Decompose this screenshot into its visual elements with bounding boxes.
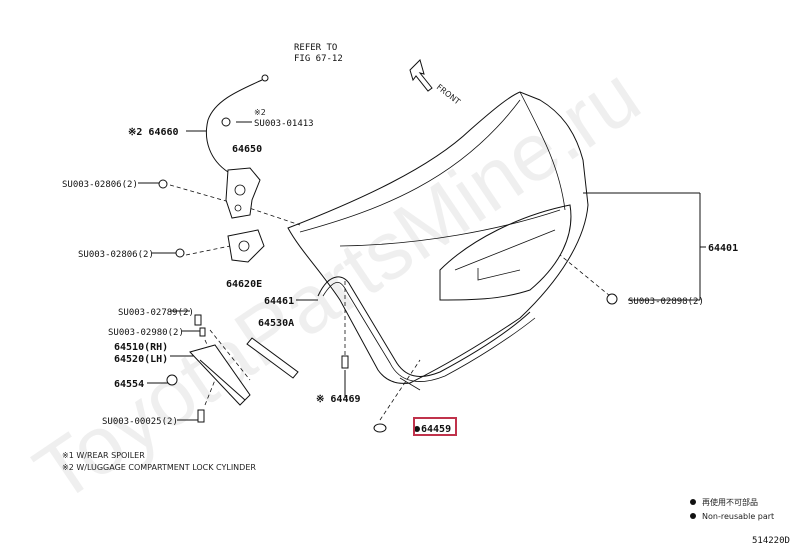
hinge-assembly [166,314,349,423]
striker-64620E [227,229,265,263]
mark2-label: ※2 [254,108,266,117]
front-label: FRONT [435,82,462,106]
label-64401: 64401 [708,243,738,254]
refer-label-2: FIG 67-12 [294,54,343,64]
label-su003-01413: SU003-01413 [254,119,314,129]
footnote-2: ※2 W/LUGGAGE COMPARTMENT LOCK CYLINDER [62,463,256,472]
legend-dot-jp [690,499,696,505]
watermark: ToyotaPartsMine.ru [19,49,656,519]
label-su003-00025: SU003-00025(2) [102,417,178,427]
label-su003-02806-a: SU003-02806(2) [62,180,138,190]
footnotes: ※1 W/REAR SPOILER ※2 W/LUGGAGE COMPARTME… [62,451,256,472]
label-64650: 64650 [232,144,262,155]
legend-dot-en [690,513,696,519]
label-su003-02898: SU003-02898(2) [628,297,704,307]
label-64660: ※2 64660 [128,127,179,138]
release-cable [205,74,269,173]
label-su003-02980: SU003-02980(2) [108,328,184,338]
refer-label-1: REFER TO [294,43,337,53]
label-64554: 64554 [114,379,144,390]
non-reusable-dot [414,426,420,432]
label-64530A: 64530A [258,318,294,329]
legend-jp: 再使用不可部品 [702,497,758,507]
trunk-lid-drawing [287,91,589,391]
leader-lines [138,121,706,421]
highlight-box-64459 [413,417,457,436]
label-64510: 64510(RH) [114,342,168,353]
legend-en: Non-reusable part [702,512,774,521]
footnote-1: ※1 W/REAR SPOILER [62,451,145,460]
label-64520: 64520(LH) [114,354,168,365]
label-64459[interactable]: 64459 [421,424,451,435]
figure-code: 514220D [752,536,790,546]
part-labels: REFER TO FIG 67-12 ※2 SU003-01413 ※2 646… [62,43,738,435]
legend: 再使用不可部品 Non-reusable part [690,497,774,521]
label-64469: ※ 64469 [316,394,361,405]
lock-assembly-64650 [225,167,261,219]
label-su003-02789: SU003-02789(2) [118,308,194,318]
label-64620E: 64620E [226,279,262,290]
front-arrow: FRONT [409,59,462,106]
fasteners [158,117,618,433]
label-su003-02806-b: SU003-02806(2) [78,250,154,260]
label-64461: 64461 [264,296,294,307]
